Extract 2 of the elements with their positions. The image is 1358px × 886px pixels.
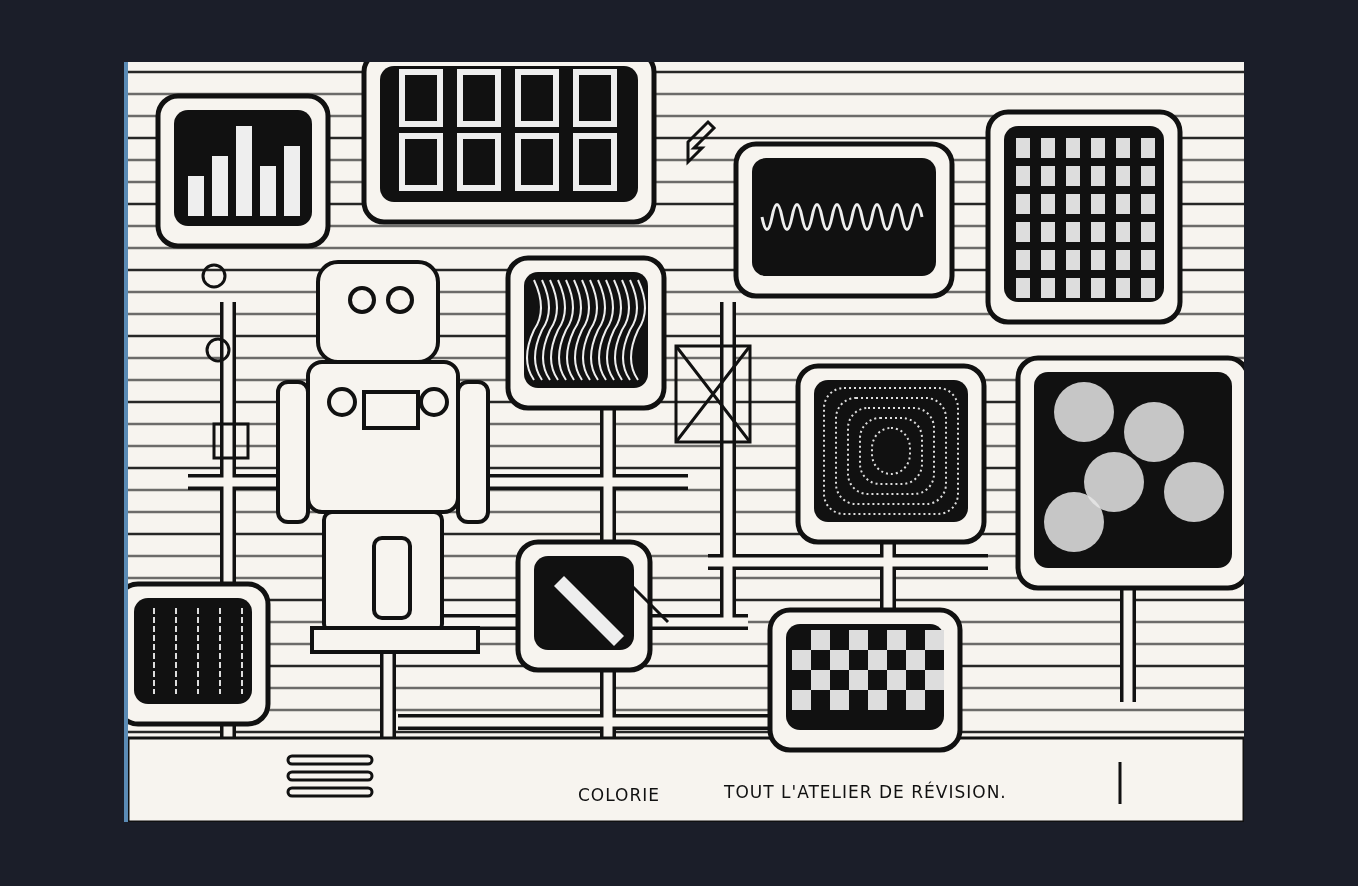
caption-text: TOUT L'ATELIER DE RÉVISION.	[724, 782, 1007, 802]
caption-text: COLORIE	[578, 785, 661, 805]
